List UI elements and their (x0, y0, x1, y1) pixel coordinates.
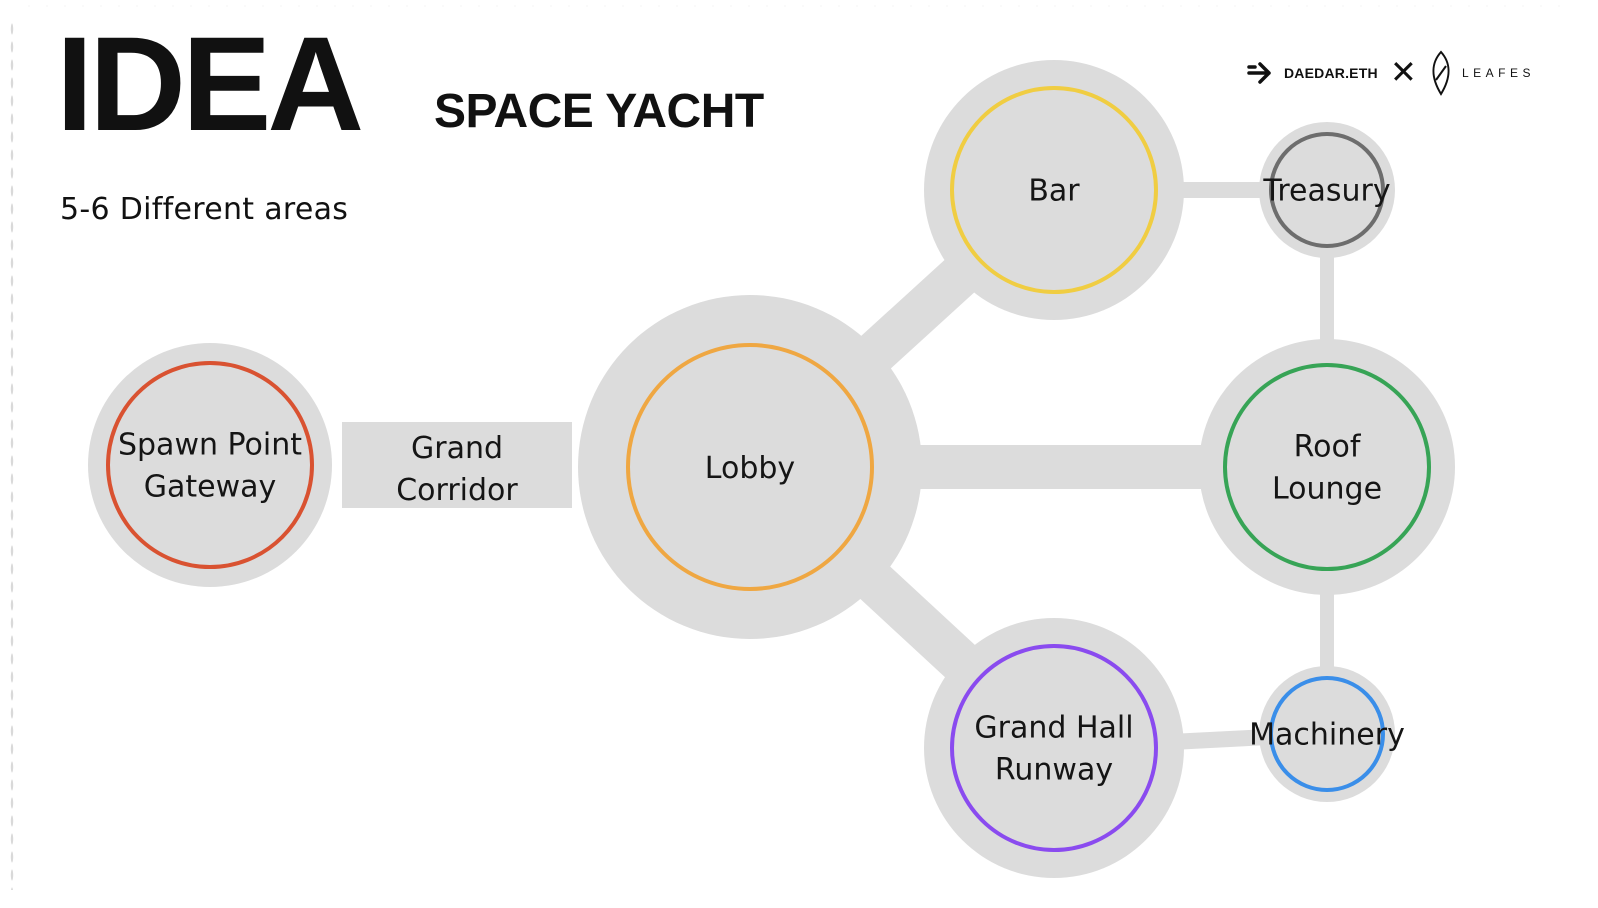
slide-title: IDEA (56, 10, 364, 159)
node-machinery-halo (1259, 666, 1395, 802)
node-lobby: Lobby (578, 295, 922, 639)
slide-description: 5-6 Different areas (60, 192, 349, 227)
leafes-logo: LEAFES (1428, 50, 1535, 96)
node-treasury-ring (1269, 132, 1385, 248)
node-spawn-halo (88, 343, 332, 587)
node-treasury-label: Treasury (1262, 174, 1390, 209)
node-roof-halo (1199, 339, 1455, 595)
node-machinery-label: Machinery (1249, 718, 1405, 753)
grand-corridor-block (342, 422, 572, 508)
node-machinery: Machinery (1249, 666, 1405, 802)
node-treasury-halo (1259, 122, 1395, 258)
node-bar-label: Bar (1028, 174, 1080, 209)
dotted-guide-left (10, 20, 14, 890)
daedar-logo: DAEDAR.ETH (1246, 60, 1378, 86)
dotted-guide-top (20, 4, 1570, 8)
logo-separator: ✕ (1390, 54, 1417, 90)
arrow-right-icon (1247, 62, 1271, 84)
node-lobby-ring (626, 343, 874, 591)
node-spawn-ring (106, 361, 314, 569)
node-bar: Bar (924, 60, 1184, 320)
slide-subtitle: SPACE YACHT (434, 85, 764, 138)
leaf-icon (1432, 50, 1450, 96)
leafes-logo-text: LEAFES (1462, 66, 1536, 80)
node-grandhall-halo (924, 618, 1184, 878)
node-bar-ring (950, 86, 1158, 294)
node-treasury: Treasury (1259, 122, 1395, 258)
daedar-logo-text: DAEDAR.ETH (1284, 65, 1378, 81)
node-machinery-ring (1269, 676, 1385, 792)
node-roof-ring (1223, 363, 1431, 571)
node-grandhall-ring (950, 644, 1158, 852)
node-lobby-label: Lobby (705, 451, 795, 486)
node-bar-halo (924, 60, 1184, 320)
